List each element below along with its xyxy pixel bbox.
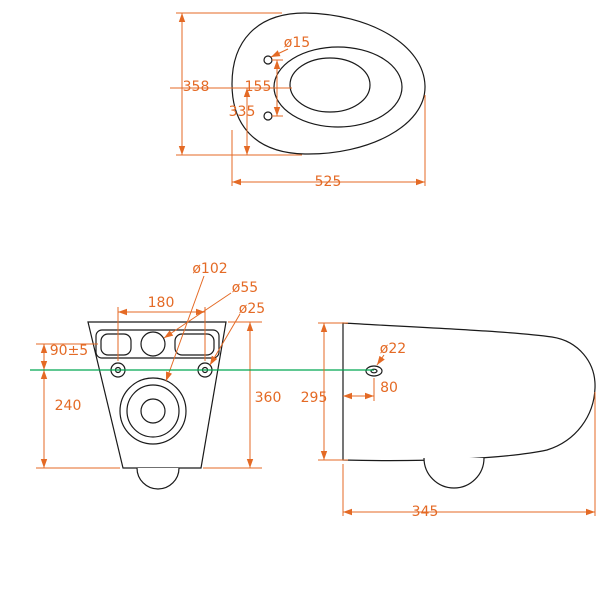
plate-slot-left [100, 333, 132, 356]
seat-opening-inner [289, 57, 371, 113]
dim-label-345: 345 [412, 504, 439, 520]
leader-dia102 [165, 275, 205, 382]
fixing-hole-side-inner [370, 368, 378, 374]
side-view-outline [342, 322, 596, 489]
leader-dia15 [270, 48, 289, 58]
dim-label-525: 525 [315, 174, 342, 190]
hinge-hole-bottom [263, 111, 273, 121]
dim-label-dia102: ø102 [192, 261, 227, 277]
dim-label-360: 360 [255, 390, 282, 406]
front-view-dimensions: ø102 ø55 180 ø25 90±5 240 360 [36, 261, 282, 469]
top-view-dimensions: ø15 358 155 335 525 [170, 12, 426, 190]
fixing-hole-side [365, 365, 383, 377]
leader-dia55 [163, 292, 232, 339]
dim-label-155: 155 [245, 79, 272, 95]
top-view-outline [231, 12, 426, 155]
inlet-hole [140, 331, 166, 357]
dim-label-dia22: ø22 [380, 341, 406, 357]
plate-slot-right [174, 333, 215, 356]
dim-label-dia25: ø25 [239, 301, 265, 317]
outlet-circle-mid [126, 384, 180, 438]
dim-label-295: 295 [301, 390, 328, 406]
dim-label-dia15: ø15 [284, 35, 310, 51]
dim-label-358: 358 [183, 79, 210, 95]
outlet-circle-inner [140, 398, 166, 424]
hinge-hole-top [263, 55, 273, 65]
outlet-circle-outer [119, 377, 187, 445]
leader-dia22 [376, 354, 385, 366]
front-view-outline [87, 321, 227, 490]
dim-label-90: 90±5 [50, 343, 88, 359]
dim-label-335: 335 [229, 104, 256, 120]
trap-bump-side [423, 457, 485, 489]
dim-label-80: 80 [380, 380, 398, 396]
trap-bump-front [136, 467, 180, 490]
dim-label-240: 240 [55, 398, 82, 414]
dim-label-180: 180 [148, 295, 175, 311]
dim-label-dia55: ø55 [232, 280, 258, 296]
side-view-dimensions: ø22 80 295 345 [301, 322, 596, 520]
